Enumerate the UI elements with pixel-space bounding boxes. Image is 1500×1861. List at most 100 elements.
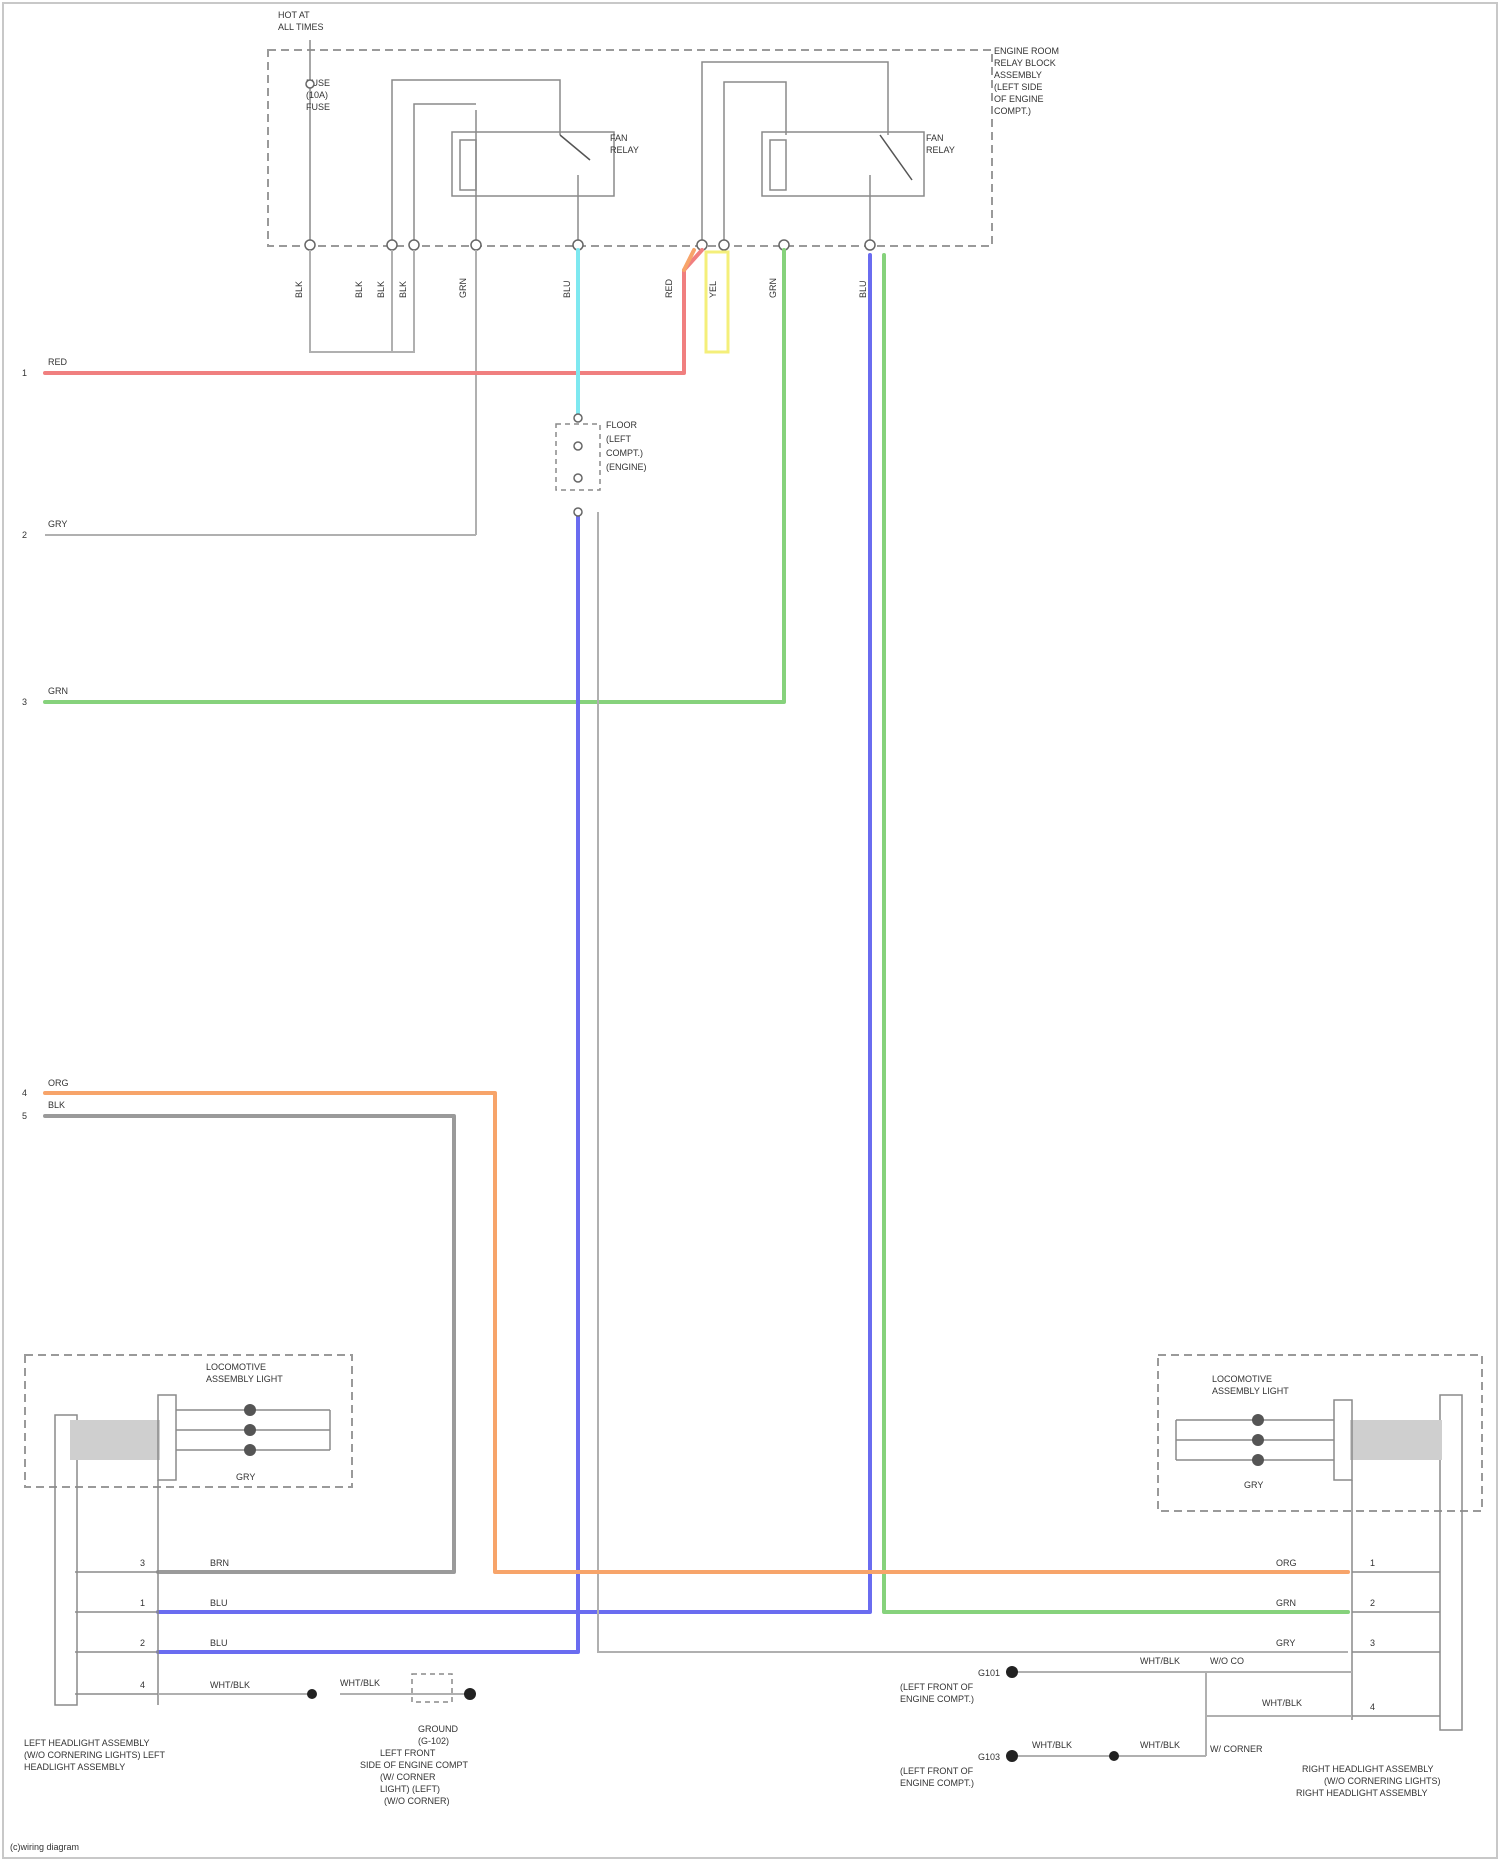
fuse-label-2: (10A) xyxy=(306,90,328,100)
wire-orange xyxy=(45,1093,1348,1572)
splice-component: FLOOR (LEFT COMPT.) (ENGINE) xyxy=(556,414,647,516)
connector-label-8: GRN xyxy=(458,278,468,298)
relay-2-coil-icon xyxy=(770,140,786,190)
left-pin-4: 4 xyxy=(22,1088,27,1098)
connector-label-3: BLK xyxy=(376,281,386,298)
connector-label-2: BLK xyxy=(354,281,364,298)
left-lamp-name-3: HEADLIGHT ASSEMBLY xyxy=(24,1762,125,1772)
left-ground-6: LIGHT) (LEFT) xyxy=(380,1784,440,1794)
right-side-label-1: W/O CO xyxy=(1210,1656,1244,1666)
left-bulb-icon-1 xyxy=(244,1404,256,1416)
left-ground-wire-label: WHT/BLK xyxy=(340,1678,380,1688)
left-splice-dot xyxy=(307,1689,317,1699)
right-lamp-inner-1: LOCOMOTIVE xyxy=(1212,1374,1272,1384)
relay-2-switch-icon xyxy=(880,135,912,180)
right-lamp-code-1: ORG xyxy=(1276,1558,1297,1568)
right-bulb-icon-1 xyxy=(1252,1414,1264,1426)
connector-label-group: BLK BLK BLK BLK RED BLU YEL GRN GRN BLU xyxy=(294,278,868,298)
ground-icon-left xyxy=(464,1688,476,1700)
right-ground-wire-label-3: WHT/BLK xyxy=(1140,1740,1180,1750)
right-lamp-inner-bottom: GRY xyxy=(1244,1480,1263,1490)
left-lamp-code-3: BLU xyxy=(210,1638,228,1648)
relay-1-name-2: RELAY xyxy=(610,145,639,155)
right-lamp-name-3: RIGHT HEADLIGHT ASSEMBLY xyxy=(1296,1788,1428,1798)
connector-label-6: BLU xyxy=(562,280,572,298)
left-code-4: ORG xyxy=(48,1078,69,1088)
wires xyxy=(45,250,1348,1652)
relay-2-name-2: RELAY xyxy=(926,145,955,155)
connector-label-7: YEL xyxy=(708,281,718,298)
relay-block-name-3: ASSEMBLY xyxy=(994,70,1042,80)
splice-label-1: FLOOR xyxy=(606,420,638,430)
right-g103-2: (LEFT FRONT OF xyxy=(900,1766,974,1776)
right-g101-3: ENGINE COMPT.) xyxy=(900,1694,974,1704)
relay-1-name-1: FAN xyxy=(610,133,628,143)
right-lamp-code-2: GRN xyxy=(1276,1598,1296,1608)
left-lamp-name-2: (W/O CORNERING LIGHTS) LEFT xyxy=(24,1750,166,1760)
fuse-caption-line-1: HOT AT xyxy=(278,10,310,20)
left-lamp-name-1: LEFT HEADLIGHT ASSEMBLY xyxy=(24,1738,150,1748)
right-side-label-2: W/ CORNER xyxy=(1210,1744,1263,1754)
left-pin-2: 2 xyxy=(22,530,27,540)
left-lamp-shade-icon xyxy=(70,1420,160,1460)
splice-label-4: (ENGINE) xyxy=(606,462,647,472)
left-code-2: GRY xyxy=(48,519,67,529)
right-lamp-name-2: (W/O CORNERING LIGHTS) xyxy=(1324,1776,1441,1786)
left-lamp-inner-bottom: GRY xyxy=(236,1472,255,1482)
left-ground-5: (W/ CORNER xyxy=(380,1772,436,1782)
left-ground-7: (W/O CORNER) xyxy=(384,1796,450,1806)
right-splice-dot xyxy=(1109,1751,1119,1761)
right-ground-wire-label-1: WHT/BLK xyxy=(1140,1656,1180,1666)
right-lamp-code-4: WHT/BLK xyxy=(1262,1698,1302,1708)
left-ground-4: SIDE OF ENGINE COMPT xyxy=(360,1760,469,1770)
left-ground-2: (G-102) xyxy=(418,1736,449,1746)
relay-1-coil-icon xyxy=(460,140,476,190)
connector-label-9: GRN xyxy=(768,278,778,298)
ground-icon-g103 xyxy=(1006,1750,1018,1762)
fuse-label-3: FUSE xyxy=(306,102,330,112)
left-ground-3: LEFT FRONT xyxy=(380,1748,436,1758)
relay-block-name-5: OF ENGINE xyxy=(994,94,1044,104)
left-code-3: GRN xyxy=(48,686,68,696)
connector-label-5: RED xyxy=(664,278,674,298)
right-lamp-inner-2: ASSEMBLY LIGHT xyxy=(1212,1386,1289,1396)
left-lamp-pin-4: 4 xyxy=(140,1680,145,1690)
left-ground-1: GROUND xyxy=(418,1724,458,1734)
left-pin-5: 5 xyxy=(22,1111,27,1121)
wire-blue-right xyxy=(158,255,870,1612)
right-g101-2: (LEFT FRONT OF xyxy=(900,1682,974,1692)
connector-label-10: BLU xyxy=(858,280,868,298)
left-lamp-pin-3: 2 xyxy=(140,1638,145,1648)
left-lamp-pin-1: 3 xyxy=(140,1558,145,1568)
wire-gray-right xyxy=(598,512,1348,1652)
relay-block-name-4: (LEFT SIDE xyxy=(994,82,1042,92)
right-lamp-pin-4: 4 xyxy=(1370,1702,1375,1712)
connector-label-4: BLK xyxy=(398,281,408,298)
right-lamp-pin-3: 3 xyxy=(1370,1638,1375,1648)
fuse-icon xyxy=(306,80,314,88)
left-lamp-code-4: WHT/BLK xyxy=(210,1680,250,1690)
relay-2-name-1: FAN xyxy=(926,133,944,143)
relay-block-name-6: COMPT.) xyxy=(994,106,1031,116)
right-lamp-code-3: GRY xyxy=(1276,1638,1295,1648)
wire-red xyxy=(45,250,702,373)
relay-block: HOT AT ALL TIMES FUSE (10A) FUSE FAN REL… xyxy=(268,10,1059,535)
right-lamp-pin-2: 2 xyxy=(1370,1598,1375,1608)
left-pin-1: 1 xyxy=(22,368,27,378)
fuse-caption-line-2: ALL TIMES xyxy=(278,22,324,32)
relay-block-connector-pins xyxy=(305,240,875,250)
right-ground-wire-label-2: WHT/BLK xyxy=(1032,1740,1072,1750)
wire-green-right xyxy=(884,255,1348,1612)
right-bulb-icon-3 xyxy=(1252,1454,1264,1466)
left-bulb-icon-3 xyxy=(244,1444,256,1456)
left-headlight-assembly: LOCOMOTIVE ASSEMBLY LIGHT GRY 3 BRN 1 BL… xyxy=(24,1355,476,1806)
relay-block-name-2: RELAY BLOCK xyxy=(994,58,1056,68)
left-bulb-icon-2 xyxy=(244,1424,256,1436)
ground-icon-g101 xyxy=(1006,1666,1018,1678)
relay-block-name-1: ENGINE ROOM xyxy=(994,46,1059,56)
left-lamp-pin-2: 1 xyxy=(140,1598,145,1608)
right-headlight-assembly: LOCOMOTIVE ASSEMBLY LIGHT GRY 1 ORG 2 GR… xyxy=(900,1355,1482,1798)
splice-label-3: COMPT.) xyxy=(606,448,643,458)
yellow-highlight xyxy=(706,252,728,352)
left-code-1: RED xyxy=(48,357,68,367)
